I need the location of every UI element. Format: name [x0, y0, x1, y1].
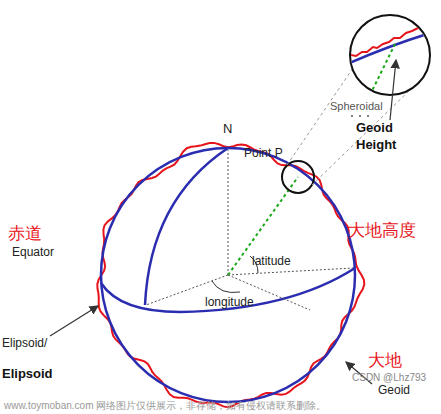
- north-label: N: [223, 122, 232, 136]
- zoom-line: [287, 68, 353, 165]
- ellipsoid-outline: [101, 148, 355, 402]
- watermark: www.toymoban.com 网络图片仅供展示，非存储，如有侵权请联系删除。: [4, 400, 326, 411]
- axis-line: [228, 150, 229, 275]
- zoom-line: [312, 88, 412, 185]
- geoid-height-label: Geoid: [356, 121, 393, 135]
- equator-label: Equator: [12, 246, 54, 259]
- geoid-outline: [97, 143, 364, 407]
- latitude-label: latitude: [252, 255, 291, 268]
- ellipsoid-label: Elipsoid: [2, 367, 53, 381]
- inset-geoid: [345, 22, 435, 58]
- credit-label: CSDN @Lhz793: [352, 372, 426, 383]
- longitude-arc: [212, 281, 240, 293]
- chinese-label: 大地高度: [348, 222, 416, 241]
- geoid-label: Geoid: [378, 384, 410, 397]
- chinese-label: 大地: [368, 352, 402, 371]
- chinese-label: 赤道: [8, 225, 42, 244]
- inset-normal: [370, 42, 396, 95]
- geoid-height-label: Height: [356, 138, 396, 152]
- spheroidal-label: Spheroidal: [330, 100, 383, 112]
- leader-line: [390, 60, 396, 120]
- zoom-circle: [282, 161, 314, 193]
- axis-line: [228, 268, 353, 275]
- inset-circle: [350, 15, 430, 95]
- point-label: Point P: [244, 147, 283, 160]
- longitude-label: longitude: [205, 296, 254, 309]
- leader-line: [50, 306, 98, 336]
- inset-ellipsoid: [345, 30, 440, 65]
- meridian-line: [145, 148, 228, 305]
- normal-line: [228, 177, 298, 275]
- ellipsoid-label: Elipsoid/: [2, 337, 47, 350]
